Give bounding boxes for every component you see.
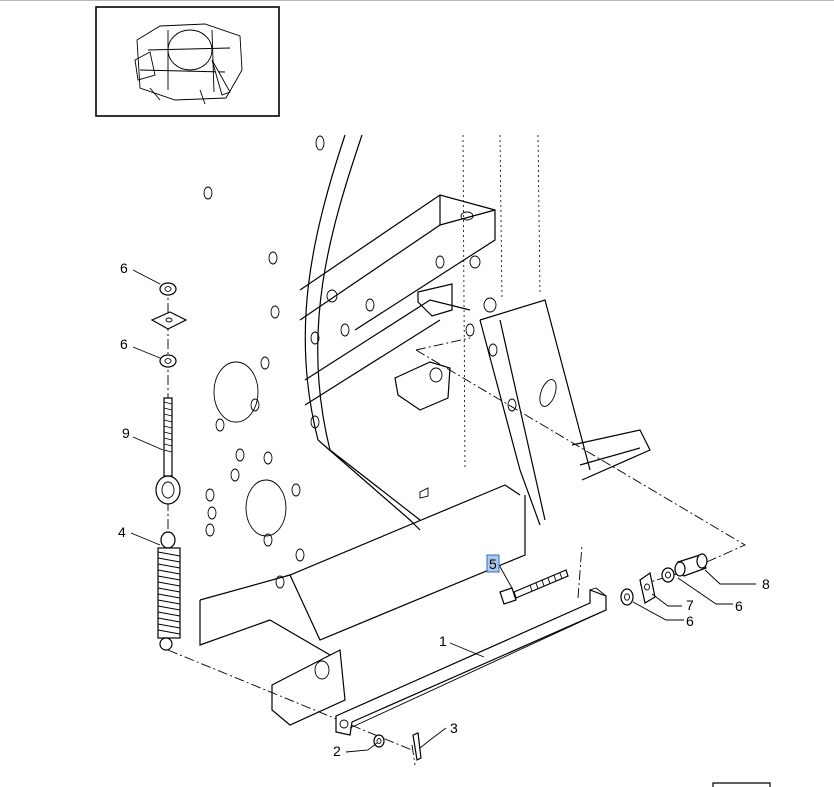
nut-part[interactable] (159, 282, 177, 296)
callout-1[interactable]: 1 (439, 633, 447, 649)
callout-6[interactable]: 6 (735, 598, 743, 614)
tension-spring-part[interactable] (157, 531, 181, 651)
callout-6[interactable]: 6 (120, 260, 128, 276)
nut-part[interactable] (159, 354, 177, 368)
bolt-part[interactable] (499, 569, 569, 605)
pin-part[interactable] (674, 553, 708, 577)
callout-9[interactable]: 9 (122, 425, 130, 441)
nut-part[interactable] (620, 588, 634, 606)
plate-part[interactable] (639, 571, 656, 604)
cotter-pin-part[interactable] (412, 732, 422, 761)
machine-frame (199, 134, 651, 726)
callout-labels: 6 6 9 4 5 1 2 3 8 7 6 6 (118, 260, 770, 759)
callout-5-highlight (486, 554, 500, 573)
nut-part[interactable] (661, 567, 675, 583)
callout-5[interactable]: 5 (489, 556, 497, 572)
page-corner-mark (712, 782, 771, 787)
eye-bolt-part[interactable] (155, 397, 181, 505)
square-washer-part[interactable] (150, 311, 188, 330)
locator-thumbnail[interactable] (95, 6, 280, 117)
callout-6[interactable]: 6 (120, 336, 128, 352)
washer-part[interactable] (373, 734, 385, 748)
assembly-lines (167, 285, 746, 766)
top-border (0, 0, 834, 1)
callout-2[interactable]: 2 (333, 743, 341, 759)
callout-8[interactable]: 8 (762, 576, 770, 592)
callout-3[interactable]: 3 (450, 720, 458, 736)
callout-7[interactable]: 7 (686, 597, 694, 613)
callout-6[interactable]: 6 (686, 613, 694, 629)
leader-lines (130, 269, 756, 753)
arm-part[interactable] (335, 587, 607, 736)
callout-4[interactable]: 4 (118, 524, 126, 540)
